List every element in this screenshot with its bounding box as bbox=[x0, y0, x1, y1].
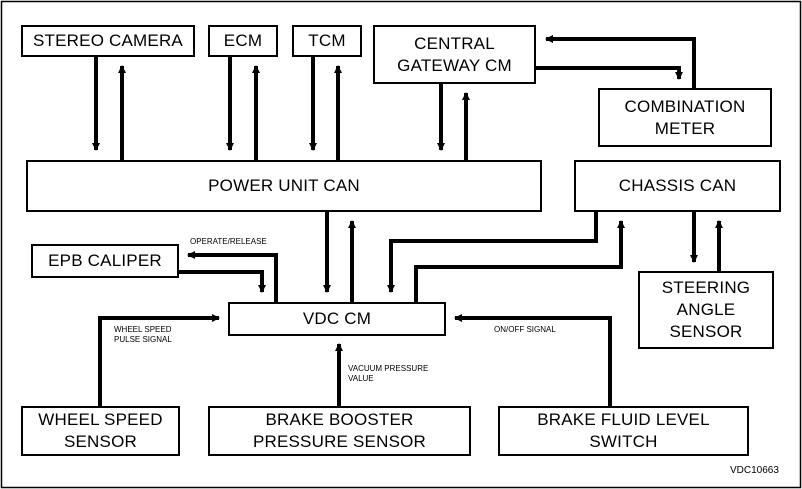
wire-vdc-to-chassis bbox=[414, 220, 625, 302]
vacuum-pressure-label: VACUUM PRESSURE VALUE bbox=[348, 364, 429, 383]
power-unit-can-box: POWER UNIT CAN bbox=[26, 160, 542, 212]
steering-angle-sensor-box: STEERING ANGLE SENSOR bbox=[638, 271, 774, 349]
wire-chassis-to-vdc bbox=[387, 212, 598, 293]
operate-release-label: OPERATE/RELEASE bbox=[190, 237, 267, 246]
wheel-speed-sensor-box: WHEEL SPEED SENSOR bbox=[21, 406, 180, 456]
tcm-box: TCM bbox=[292, 25, 362, 57]
stereo-camera-box: STEREO CAMERA bbox=[21, 25, 195, 57]
central-gateway-box: CENTRAL GATEWAY CM bbox=[373, 25, 536, 84]
diagram-id: VDC10663 bbox=[730, 465, 779, 476]
wire-wheelspeed-to-vdc bbox=[98, 314, 220, 406]
wire-epb-to-vdc bbox=[179, 270, 266, 293]
chassis-can-box: CHASSIS CAN bbox=[574, 160, 781, 212]
vdc-cm-box: VDC CM bbox=[228, 302, 446, 336]
brake-booster-sensor-box: BRAKE BOOSTER PRESSURE SENSOR bbox=[208, 406, 471, 456]
on-off-signal-label: ON/OFF SIGNAL bbox=[494, 325, 556, 334]
wire-gateway-to-meter bbox=[536, 66, 683, 80]
brake-fluid-switch-box: BRAKE FLUID LEVEL SWITCH bbox=[498, 406, 749, 456]
combination-meter-box: COMBINATION METER bbox=[598, 88, 772, 147]
ecm-box: ECM bbox=[208, 25, 278, 57]
wheel-speed-signal-label: WHEEL SPEED PULSE SIGNAL bbox=[114, 325, 172, 344]
wire-meter-to-gateway bbox=[545, 35, 696, 88]
wire-vdc-to-epb bbox=[187, 251, 278, 302]
epb-caliper-box: EPB CALIPER bbox=[31, 244, 179, 278]
wire-fluid-to-vdc bbox=[454, 314, 612, 406]
